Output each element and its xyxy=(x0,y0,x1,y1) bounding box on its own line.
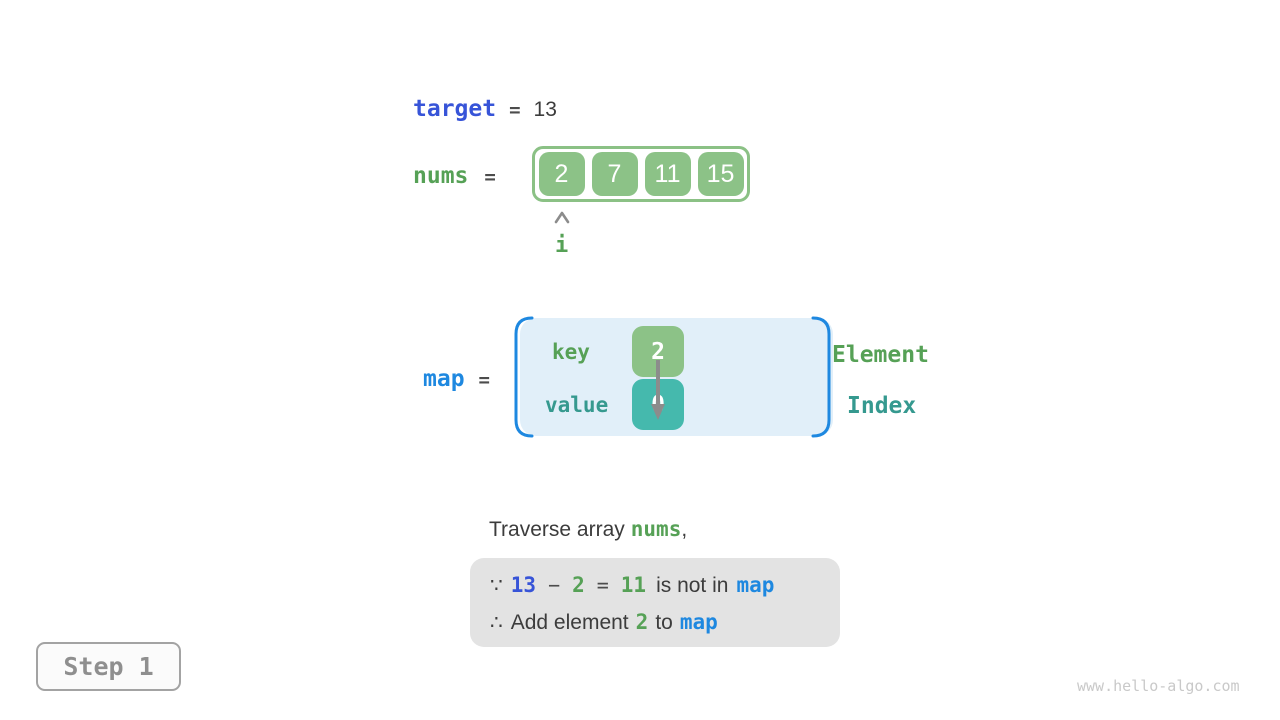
minuend-value: 13 xyxy=(510,573,537,597)
to-text: to xyxy=(655,611,673,634)
caption-comma: , xyxy=(681,518,688,541)
left-parenthesis-icon xyxy=(514,316,534,438)
array-cell-1: 7 xyxy=(591,152,638,196)
map-label-row: map = xyxy=(423,366,490,392)
target-value: 13 xyxy=(533,98,557,121)
map-code-2: map xyxy=(679,610,718,634)
added-value: 2 xyxy=(635,610,649,634)
equals-operator: = xyxy=(596,573,609,597)
reason-line-2: ∴ Add element 2 to map xyxy=(490,606,840,640)
because-symbol: ∵ xyxy=(490,575,503,597)
element-label: Element xyxy=(832,342,929,368)
right-parenthesis-icon xyxy=(811,316,831,438)
array-cell-2: 11 xyxy=(644,152,691,196)
nums-label: nums xyxy=(413,163,469,189)
map-label: map xyxy=(423,366,465,392)
minus-operator: − xyxy=(548,573,561,597)
key-label: key xyxy=(552,340,590,364)
target-label: target xyxy=(413,96,497,122)
reason-line-1: ∵ 13 − 2 = 11 is not in map xyxy=(490,569,840,603)
nums-label-row: nums = xyxy=(413,163,496,189)
watermark: www.hello-algo.com xyxy=(1077,677,1240,695)
therefore-symbol: ∴ xyxy=(490,612,503,634)
subtrahend-value: 2 xyxy=(572,573,585,597)
nums-array: 2 7 11 15 xyxy=(532,146,750,202)
caption-nums-code: nums xyxy=(630,517,682,541)
index-pointer-label: i xyxy=(555,233,569,258)
array-cell-3: 15 xyxy=(697,152,744,196)
not-in-text: is not in xyxy=(656,574,729,597)
add-element-text: Add element xyxy=(510,611,629,634)
difference-value: 11 xyxy=(620,573,647,597)
target-row: target = 13 xyxy=(413,96,557,122)
array-cell-0: 2 xyxy=(538,152,585,196)
value-label: value xyxy=(545,393,609,417)
index-label: Index xyxy=(847,393,917,419)
target-equals: = xyxy=(509,99,521,121)
nums-equals: = xyxy=(484,166,496,188)
map-code: map xyxy=(736,573,775,597)
reason-box: ∵ 13 − 2 = 11 is not in map ∴ Add elemen… xyxy=(470,558,840,647)
caption-text: Traverse array xyxy=(489,518,625,541)
up-caret-icon xyxy=(554,211,570,224)
caption-line: Traverse array nums , xyxy=(489,517,687,542)
map-equals: = xyxy=(478,369,490,391)
down-arrow-icon xyxy=(651,360,665,420)
step-button-label: Step 1 xyxy=(63,652,154,681)
step-button[interactable]: Step 1 xyxy=(36,642,181,691)
